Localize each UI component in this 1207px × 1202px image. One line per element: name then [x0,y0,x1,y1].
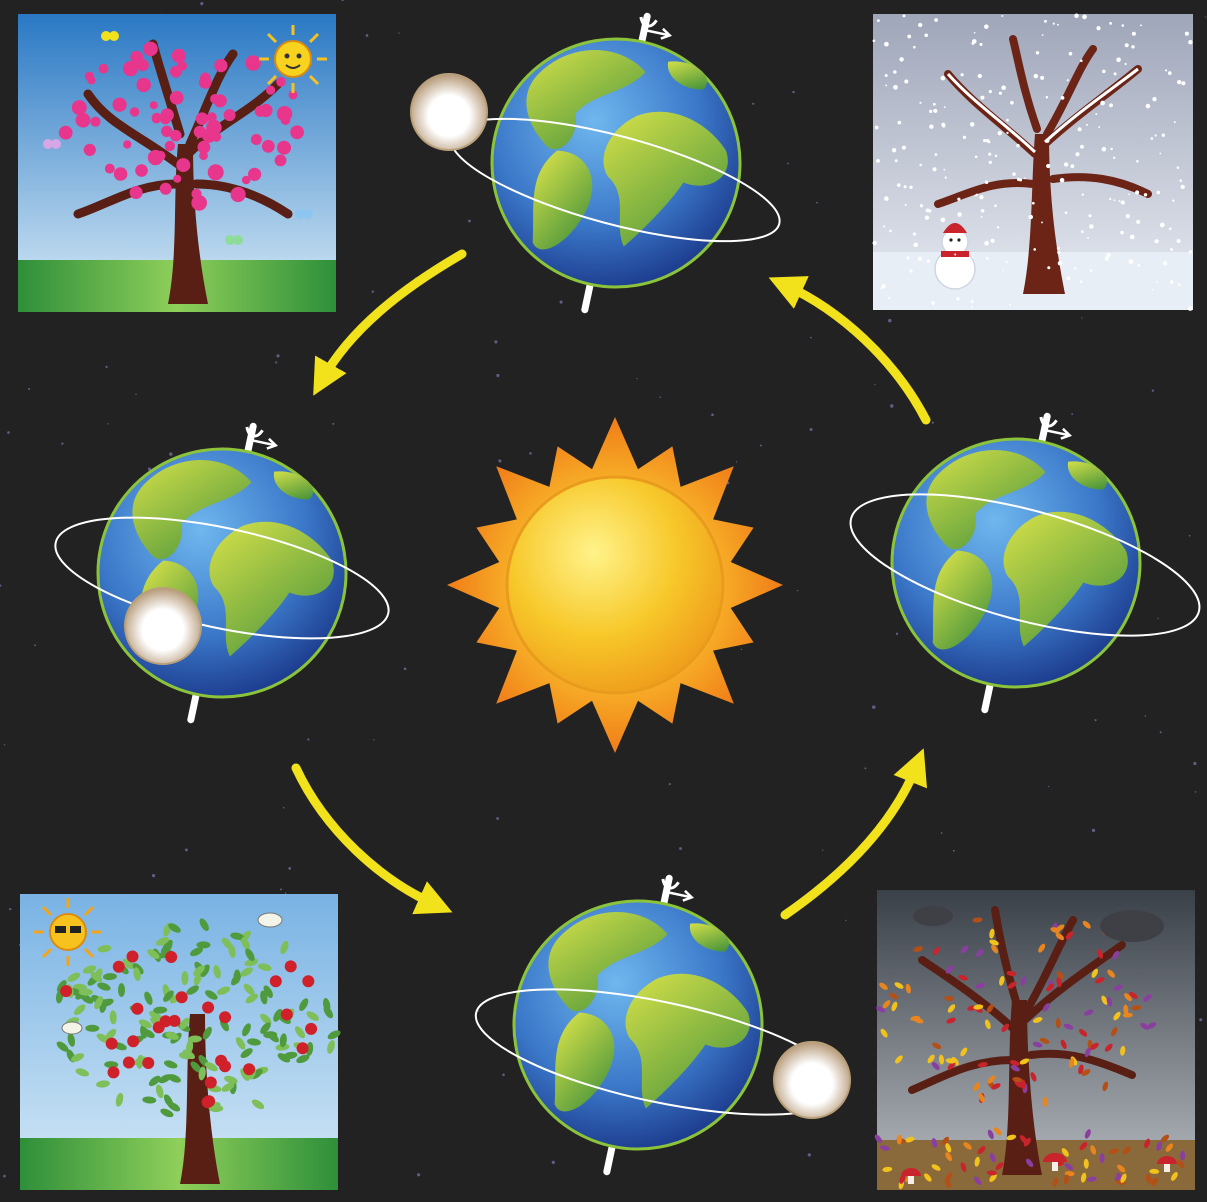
winter-panel [873,14,1193,311]
moon-icon [411,74,487,150]
moon-icon [774,1042,850,1118]
earth-icon [864,390,1169,735]
sun-icon [447,417,783,753]
cycle-arrow-icon [296,768,436,905]
cycle-arrow-icon [322,254,462,380]
moon-icon [125,588,201,664]
earth-icon [464,0,769,336]
earth-icon [486,852,791,1197]
spring-panel [18,14,336,312]
summer-panel [20,894,342,1190]
earth-icon [70,400,375,745]
autumn-panel [873,890,1195,1190]
